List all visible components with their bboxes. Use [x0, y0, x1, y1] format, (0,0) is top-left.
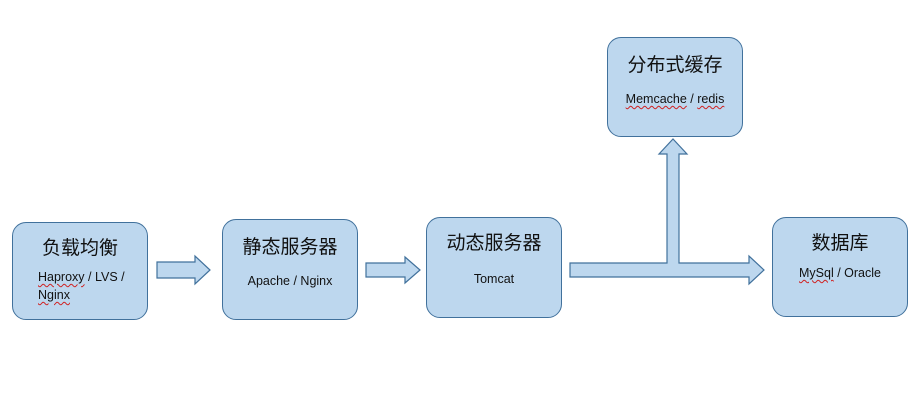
text: / LVS /	[84, 270, 125, 284]
node-title: 分布式缓存	[627, 54, 723, 76]
node-database: 数据库 MySql / Oracle	[772, 217, 908, 317]
underlined-text: Haproxy	[38, 270, 85, 284]
node-title: 数据库	[811, 232, 869, 254]
node-title: 动态服务器	[446, 232, 542, 254]
node-title: 静态服务器	[242, 236, 338, 258]
arrow-static-to-dynamic	[365, 255, 421, 285]
underlined-text: Nginx	[38, 288, 70, 302]
underlined-text: Memcache	[625, 92, 687, 106]
node-static-server: 静态服务器 Apache / Nginx	[222, 219, 358, 320]
node-dynamic-server: 动态服务器 Tomcat	[426, 217, 562, 318]
node-subtitle: Haproxy / LVS / Nginx	[38, 268, 125, 304]
arrow-dynamic-to-db-and-cache	[569, 138, 765, 286]
node-load-balancer: 负载均衡 Haproxy / LVS / Nginx	[12, 222, 148, 320]
underlined-text: redis	[697, 92, 725, 106]
node-distributed-cache: 分布式缓存 Memcache / redis	[607, 37, 743, 137]
node-subtitle: Apache / Nginx	[247, 274, 333, 288]
node-subtitle: MySql / Oracle	[773, 264, 907, 282]
node-subtitle: Tomcat	[473, 272, 515, 286]
underlined-text: MySql	[799, 266, 834, 280]
arrow-lb-to-static	[156, 254, 211, 286]
node-subtitle: Memcache / redis	[608, 90, 742, 108]
text: / Oracle	[833, 266, 881, 280]
text: /	[686, 92, 698, 106]
node-title: 负载均衡	[41, 237, 118, 259]
